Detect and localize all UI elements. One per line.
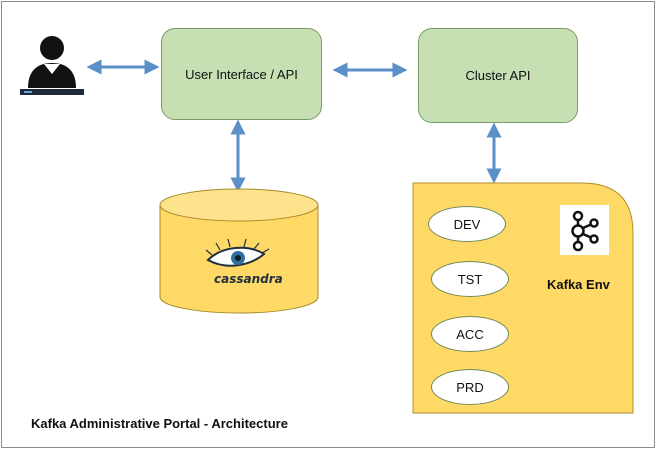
cassandra-database-icon [159, 188, 319, 314]
env-tst-label: TST [457, 271, 483, 287]
cluster-api-label: Cluster API [465, 68, 531, 83]
env-dev-label: DEV [453, 216, 481, 232]
env-tst: TST [431, 261, 509, 297]
env-acc: ACC [431, 316, 509, 352]
env-prd-label: PRD [456, 379, 484, 395]
env-acc-label: ACC [456, 326, 484, 342]
user-interface-api-label: User Interface / API [185, 66, 298, 82]
kafka-env-label: Kafka Env [547, 277, 610, 292]
user-interface-api-box: User Interface / API [161, 28, 322, 120]
kafka-logo-icon [560, 205, 609, 255]
cluster-api-box: Cluster API [418, 28, 578, 123]
diagram-caption: Kafka Administrative Portal - Architectu… [31, 416, 288, 431]
user-at-computer-icon [20, 36, 84, 95]
env-dev: DEV [428, 206, 506, 242]
cassandra-logo-text: cassandra [214, 272, 283, 286]
env-prd: PRD [431, 369, 509, 405]
